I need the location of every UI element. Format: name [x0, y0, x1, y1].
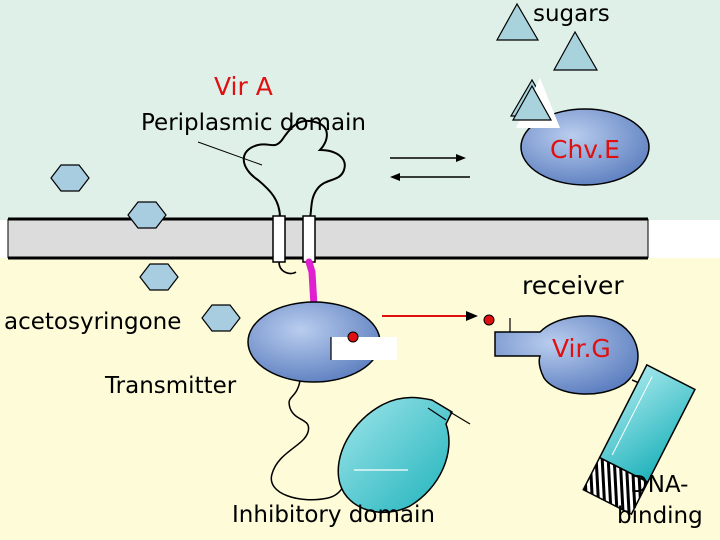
- label-dna-line1: DNA-: [630, 472, 688, 498]
- phospho-site-transmitter: [347, 331, 359, 343]
- bound-sugar-triangle-icon: [511, 84, 553, 121]
- phospho-site-virg: [483, 314, 495, 326]
- tm-linker-left: [278, 261, 297, 275]
- acetosyringone-hexagon-icon: [50, 164, 90, 192]
- label-periplasmic-domain: Periplasmic domain: [141, 110, 366, 136]
- label-acetosyringone: acetosyringone: [4, 309, 181, 335]
- label-sugars: sugars: [533, 1, 610, 27]
- label-chve: Chv.E: [550, 135, 620, 164]
- label-receiver: receiver: [522, 271, 624, 300]
- virg-dna-binding-domain: [582, 363, 696, 516]
- inner-membrane: [8, 218, 648, 258]
- vira-inhibitory-domain: [337, 396, 453, 514]
- equilibrium-arrows: [390, 154, 470, 181]
- periplasmic-leader-line: [197, 141, 263, 166]
- inhibitory-tip-line: [449, 411, 471, 425]
- membrane-edge-gap: [648, 220, 720, 258]
- tm-helix-1: [272, 215, 286, 263]
- transmitter-inhibitory-tether: [270, 380, 351, 501]
- vira-periplasmic-loop: [242, 120, 346, 219]
- transmitter-notch: [331, 337, 397, 360]
- tm-helix-2: [302, 215, 316, 263]
- linker-magenta: [305, 258, 318, 310]
- sugar-triangle-icon: [495, 2, 540, 41]
- label-virg: Vir.G: [552, 334, 611, 363]
- acetosyringone-hexagon-icon: [201, 304, 241, 332]
- dna-contact-hatched: [582, 456, 649, 516]
- sugar-triangle-icon: [552, 30, 599, 71]
- label-vira: Vir A: [214, 72, 273, 101]
- acetosyringone-hexagon-icon: [127, 201, 167, 229]
- inhibitory-neck-line: [427, 407, 447, 421]
- label-inhibitory-domain: Inhibitory domain: [232, 502, 435, 528]
- label-transmitter: Transmitter: [104, 373, 237, 399]
- acetosyringone-hexagon-icon: [139, 263, 179, 291]
- virg-receiver-domain: [494, 315, 639, 395]
- label-dna-line2: binding: [617, 503, 703, 529]
- phosphotransfer-arrow: [382, 311, 478, 321]
